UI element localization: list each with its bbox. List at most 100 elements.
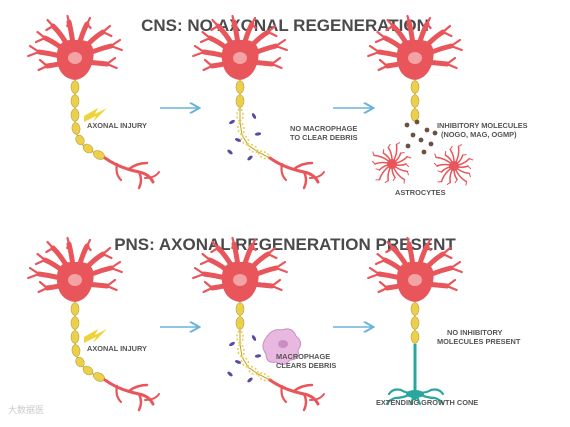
astrocyte-process bbox=[407, 156, 412, 159]
myelin-segment bbox=[82, 365, 94, 376]
axon-terminal bbox=[280, 384, 288, 404]
axon-terminal bbox=[292, 161, 314, 171]
myelin-segment bbox=[70, 108, 80, 122]
inhibitory-molecule bbox=[428, 141, 434, 147]
dendrite-tip bbox=[192, 266, 206, 280]
dendrite-tip bbox=[199, 30, 212, 44]
dendrite-tip bbox=[109, 38, 123, 52]
neuron-cns-no-regrowth bbox=[367, 14, 463, 122]
dendrite-tip bbox=[45, 18, 55, 32]
axon-terminal bbox=[127, 383, 149, 393]
inhibitory-molecule-dots bbox=[404, 119, 438, 155]
dendrite-tip bbox=[192, 44, 206, 58]
dendrite-tip bbox=[34, 252, 47, 266]
astrocyte-process bbox=[469, 158, 474, 161]
pns-label-no-inhibitory-1: NO INHIBITORY bbox=[447, 328, 503, 337]
astrocyte-process bbox=[387, 143, 391, 148]
axon-terminal bbox=[137, 392, 143, 412]
dendrite-tip bbox=[449, 260, 463, 274]
astrocyte-process bbox=[392, 177, 396, 182]
dendrite-tip bbox=[202, 280, 214, 294]
neuron-pns-regrowing bbox=[367, 236, 463, 400]
dendrite-tip bbox=[250, 238, 257, 252]
nucleus bbox=[233, 274, 247, 286]
myelin-segment bbox=[235, 80, 245, 94]
dendrite-tip bbox=[367, 44, 381, 58]
astrocyte-process bbox=[458, 143, 463, 147]
myelin-fragment bbox=[240, 134, 250, 146]
myelin-segment bbox=[70, 330, 80, 344]
dendrite-tip bbox=[101, 24, 113, 38]
myelin-segment bbox=[410, 330, 420, 344]
myelin-segment bbox=[71, 344, 81, 357]
debris-fragment bbox=[251, 113, 257, 119]
dendrite-tip bbox=[425, 16, 432, 30]
dendrite-tip bbox=[266, 246, 278, 260]
dendrite-tip bbox=[274, 38, 288, 52]
macrophage-icon bbox=[262, 328, 302, 366]
dendrite-tip bbox=[374, 30, 387, 44]
cns-label-axonal-injury: AXONAL INJURY bbox=[87, 121, 147, 130]
axon-terminal bbox=[302, 392, 308, 412]
dendrite-tip bbox=[105, 278, 118, 292]
myelin-debris bbox=[227, 113, 262, 161]
myelin-segment bbox=[70, 94, 80, 108]
axon-terminal bbox=[280, 162, 288, 182]
astrocyte-process bbox=[396, 141, 401, 145]
debris-fragment bbox=[227, 149, 233, 155]
astrocyte-process bbox=[437, 170, 442, 173]
dendrite-tip bbox=[27, 44, 41, 58]
nucleus bbox=[408, 274, 422, 286]
myelin-fragment bbox=[237, 121, 245, 136]
myelin-segment bbox=[82, 143, 94, 154]
myelin-segment bbox=[93, 150, 105, 160]
astrocyte-process bbox=[375, 168, 380, 171]
neuron-cns-degenerating bbox=[192, 14, 325, 190]
debris-fragment bbox=[247, 377, 253, 383]
axon-terminal bbox=[115, 162, 123, 182]
astrocyte-process bbox=[467, 165, 472, 170]
lightning-bolt-icon bbox=[84, 329, 107, 343]
macrophage-nucleus bbox=[278, 340, 288, 348]
dendrite-tip bbox=[274, 260, 288, 274]
inhibitory-molecule bbox=[414, 119, 420, 125]
dendrite-tip bbox=[105, 56, 118, 70]
dendrite-tip bbox=[101, 246, 113, 260]
myelin-segment bbox=[75, 134, 85, 146]
bolt-shape bbox=[84, 108, 107, 122]
dendrite-tip bbox=[27, 266, 41, 280]
axon-terminal bbox=[144, 171, 160, 179]
astrocyte-process bbox=[405, 163, 410, 168]
lightning-bolt-icon bbox=[84, 108, 107, 122]
myelin-segment bbox=[410, 316, 420, 330]
dendrite-tip bbox=[231, 14, 236, 28]
debris-fragment bbox=[247, 155, 253, 161]
dendrite-tip bbox=[445, 56, 458, 70]
dendrite-tip bbox=[425, 238, 432, 252]
astrocyte-process bbox=[371, 160, 376, 165]
inhibitory-molecule bbox=[424, 127, 430, 133]
astrocyte-body bbox=[449, 161, 459, 171]
neuron-cns-intact bbox=[27, 14, 160, 190]
nucleus bbox=[408, 52, 422, 64]
myelin-segment bbox=[235, 94, 245, 108]
dendrite-tip bbox=[37, 58, 49, 72]
dendrite-tip bbox=[109, 260, 123, 274]
debris-fragment bbox=[254, 354, 262, 358]
neuron-pns-intact bbox=[27, 236, 160, 412]
debris-fragment bbox=[254, 132, 262, 136]
myelin-segment bbox=[410, 80, 420, 94]
debris-fragment bbox=[234, 360, 242, 364]
astrocyte-process bbox=[384, 180, 389, 184]
dendrite-tip bbox=[441, 246, 453, 260]
axon-terminal bbox=[309, 393, 325, 401]
myelin-fragment bbox=[237, 343, 245, 358]
myelin-segment bbox=[70, 302, 80, 316]
dendrite-tip bbox=[210, 240, 220, 254]
debris-fragment bbox=[251, 335, 257, 341]
pns-label-macrophage-2: CLEARS DEBRIS bbox=[276, 361, 336, 370]
inhibitory-molecule bbox=[432, 130, 438, 136]
inhibitory-molecule bbox=[418, 137, 424, 143]
astrocyte-process bbox=[444, 151, 447, 156]
